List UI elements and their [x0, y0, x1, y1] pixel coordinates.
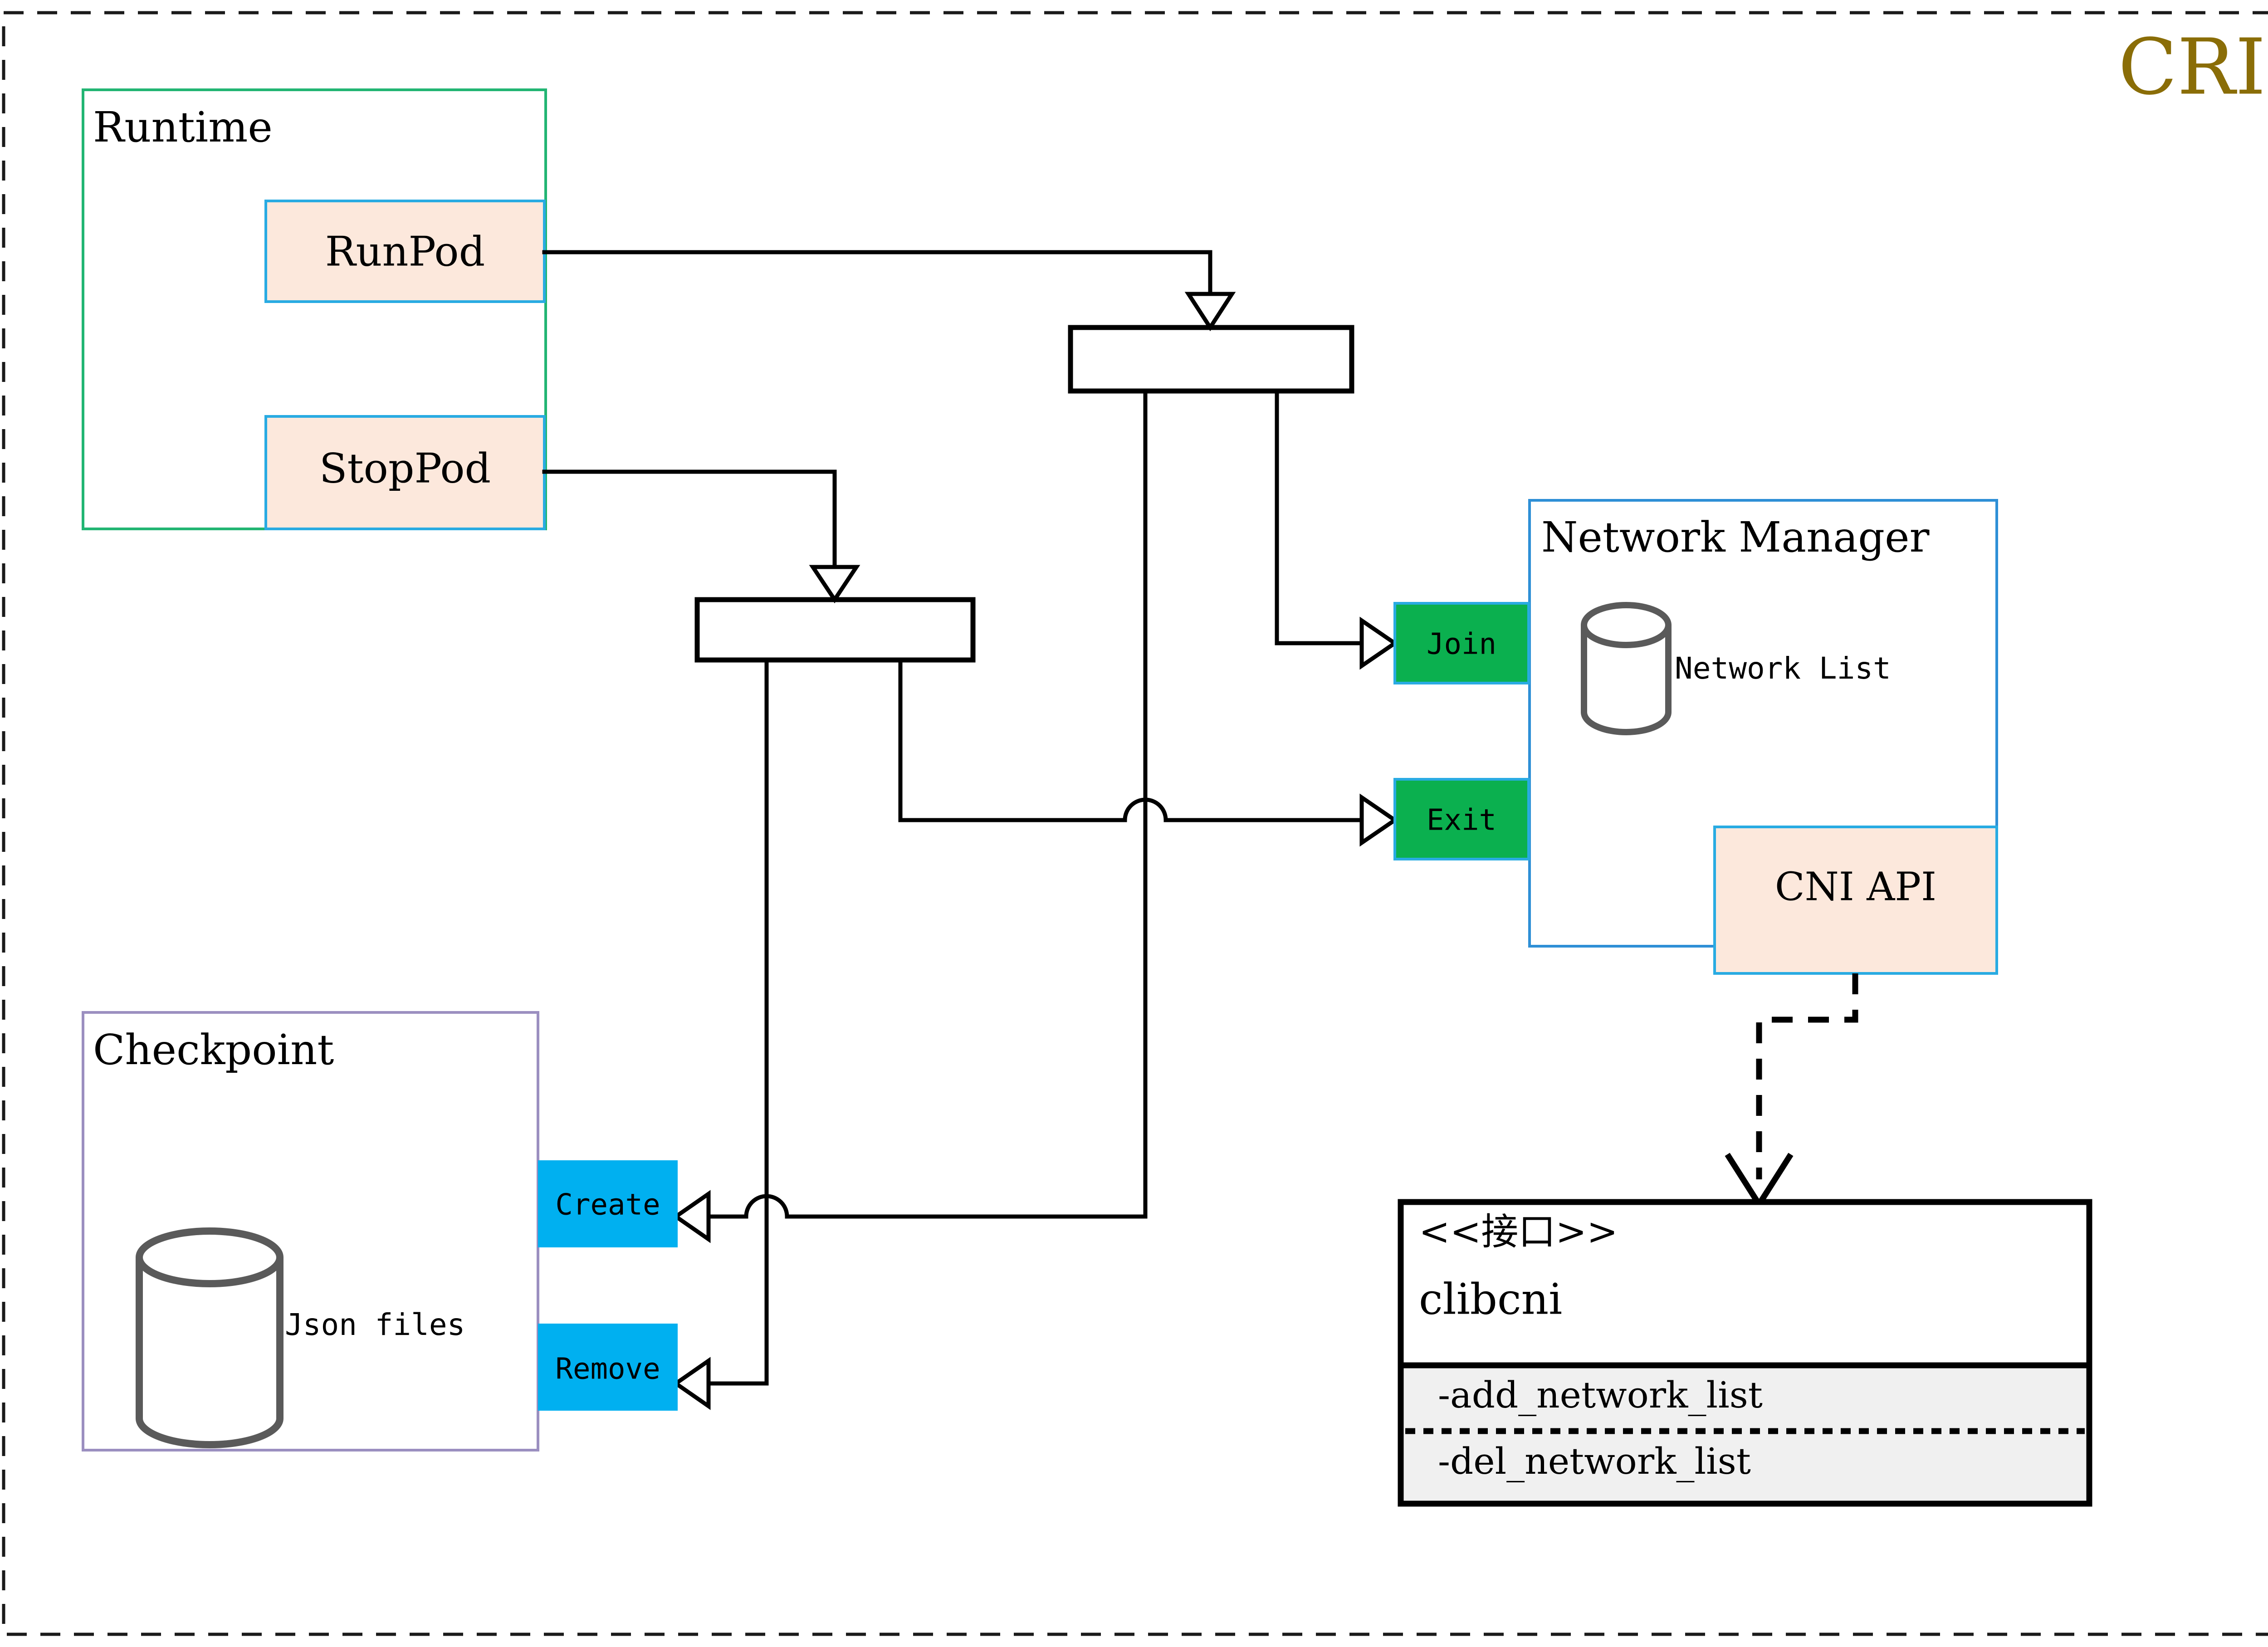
clibcni-members-section — [1398, 1362, 2092, 1507]
join-box[interactable] — [1393, 602, 1530, 684]
stoppod-label: StopPod — [319, 445, 491, 492]
connector-fork-run-right-to-join — [1275, 389, 1364, 645]
cylinder-database-icon — [136, 1227, 284, 1448]
cni-api-label: CNI API — [1775, 865, 1936, 910]
join-label: Join — [1427, 628, 1496, 661]
clibcni-member-0: -add_network_list — [1438, 1374, 1763, 1416]
clibcni-stereotype: <<接口>> — [1419, 1211, 1618, 1254]
clibcni-member-1: -del_network_list — [1438, 1440, 1751, 1482]
line-hop-exit — [1123, 797, 1168, 822]
stoppod-box[interactable] — [264, 415, 546, 530]
network-list-label: Network List — [1675, 651, 1891, 686]
arrowhead-runpod-fork — [1184, 292, 1236, 332]
cni-api-box[interactable] — [1713, 826, 1998, 975]
group-runtime-label: Runtime — [93, 103, 273, 152]
group-network-manager-label: Network Manager — [1541, 513, 1930, 562]
arrowhead-stoppod-fork — [809, 565, 860, 604]
arrowhead-join — [1359, 616, 1398, 670]
diagram-frame — [2, 11, 2268, 1636]
create-label: Create — [555, 1188, 660, 1222]
runpod-label: RunPod — [325, 228, 485, 275]
connector-fork-run-left-to-create — [905, 818, 1148, 1219]
exit-label: Exit — [1427, 804, 1496, 837]
page-title: CRI — [2118, 22, 2266, 112]
clibcni-name: clibcni — [1419, 1275, 1562, 1324]
runpod-box[interactable] — [264, 200, 546, 303]
fork-bar-runpod — [1068, 325, 1354, 394]
connector-fork-stop-right-to-exit-a — [898, 658, 1127, 822]
remove-box[interactable] — [538, 1324, 678, 1411]
exit-box[interactable] — [1393, 778, 1530, 860]
connector-runpod-to-fork — [542, 250, 1212, 297]
arrowhead-remove — [672, 1357, 711, 1410]
checkpoint-store-label: Json files — [285, 1307, 465, 1342]
connector-cni-api-to-clibcni — [1756, 973, 1858, 1179]
fork-bar-stoppod — [694, 597, 976, 663]
arrowhead-exit — [1359, 793, 1398, 847]
group-checkpoint-label: Checkpoint — [93, 1026, 334, 1074]
network-list-cylinder-icon — [1581, 602, 1672, 735]
create-box[interactable] — [538, 1160, 678, 1247]
arrowhead-create — [672, 1190, 711, 1243]
connector-stoppod-to-fork — [542, 469, 837, 570]
line-hop-create — [744, 1194, 789, 1219]
remove-label: Remove — [555, 1353, 660, 1386]
